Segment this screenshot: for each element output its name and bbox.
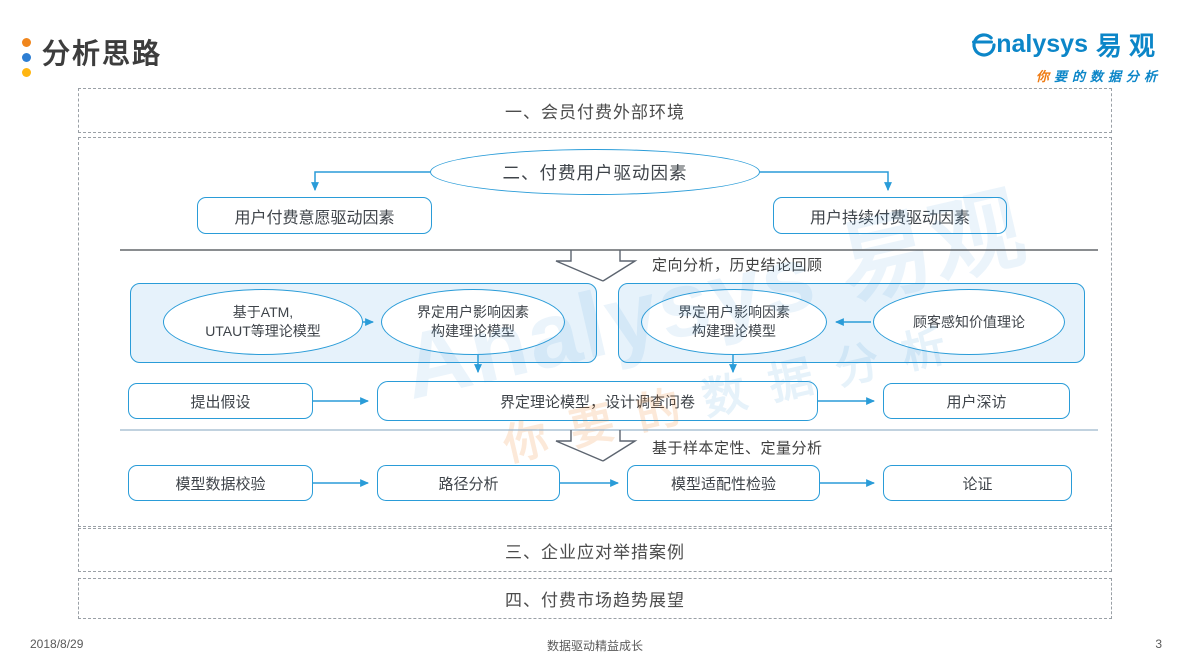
section-2-box — [78, 137, 1112, 527]
title-bullets — [22, 38, 31, 83]
logo-tagline-rest: 要的数据分析 — [1053, 69, 1162, 84]
footer-slogan: 数据驱动精益成长 — [546, 639, 643, 653]
define-line2: 构建理论模型 — [692, 323, 776, 339]
model-fit-test-box: 模型适配性检验 — [627, 465, 820, 501]
define-factors-ellipse-left: 界定用户影响因素 构建理论模型 — [381, 289, 565, 355]
bullet-yellow-icon — [22, 68, 31, 77]
define-line1: 界定用户影响因素 — [678, 304, 790, 321]
divider2-annotation: 基于样本定性、定量分析 — [652, 440, 823, 457]
logo-swoosh-icon — [972, 32, 996, 57]
section-3-box: 三、企业应对举措案例 — [78, 528, 1112, 572]
define-line1: 界定用户影响因素 — [417, 304, 529, 321]
logo-brand-cn: 易观 — [1095, 31, 1162, 61]
atm-line2: UTAUT等理论模型 — [205, 323, 321, 339]
analysys-logo: nalysys 易观 你要的数据分析 — [970, 26, 1162, 85]
section-1-box: 一、会员付费外部环境 — [78, 88, 1112, 133]
bullet-blue-icon — [22, 53, 31, 62]
divider1-annotation: 定向分析，历史结论回顾 — [652, 257, 823, 274]
page-title: 分析思路 — [42, 38, 163, 69]
customer-value-ellipse: 顾客感知价值理论 — [873, 289, 1065, 355]
continuous-pay-driver-box: 用户持续付费驱动因素 — [773, 197, 1007, 234]
design-questionnaire-box: 界定理论模型，设计调查问卷 — [377, 381, 818, 421]
willingness-driver-box: 用户付费意愿驱动因素 — [197, 197, 432, 234]
path-analysis-box: 路径分析 — [377, 465, 560, 501]
user-interview-box: 用户深访 — [883, 383, 1070, 419]
bullet-orange-icon — [22, 38, 31, 47]
model-validation-box: 模型数据校验 — [128, 465, 313, 501]
section-1-label: 一、会员付费外部环境 — [505, 103, 685, 122]
footer-date: 2018/8/29 — [30, 637, 84, 651]
main-driver-ellipse: 二、付费用户驱动因素 — [430, 149, 760, 195]
logo-tagline: 你要的数据分析 — [970, 66, 1162, 85]
section-4-box: 四、付费市场趋势展望 — [78, 578, 1112, 619]
argumentation-box: 论证 — [883, 465, 1072, 501]
section-3-label: 三、企业应对举措案例 — [505, 542, 685, 562]
atm-line1: 基于ATM, — [232, 304, 294, 321]
hypothesis-box: 提出假设 — [128, 383, 313, 419]
section-4-label: 四、付费市场趋势展望 — [505, 591, 685, 610]
logo-brand-en: nalysys — [996, 30, 1088, 58]
atm-utaut-ellipse: 基于ATM, UTAUT等理论模型 — [163, 289, 363, 355]
define-factors-ellipse-right: 界定用户影响因素 构建理论模型 — [641, 289, 827, 355]
define-line2: 构建理论模型 — [431, 323, 515, 339]
footer-page-number: 3 — [1155, 637, 1162, 651]
logo-tagline-first: 你 — [1035, 69, 1054, 84]
